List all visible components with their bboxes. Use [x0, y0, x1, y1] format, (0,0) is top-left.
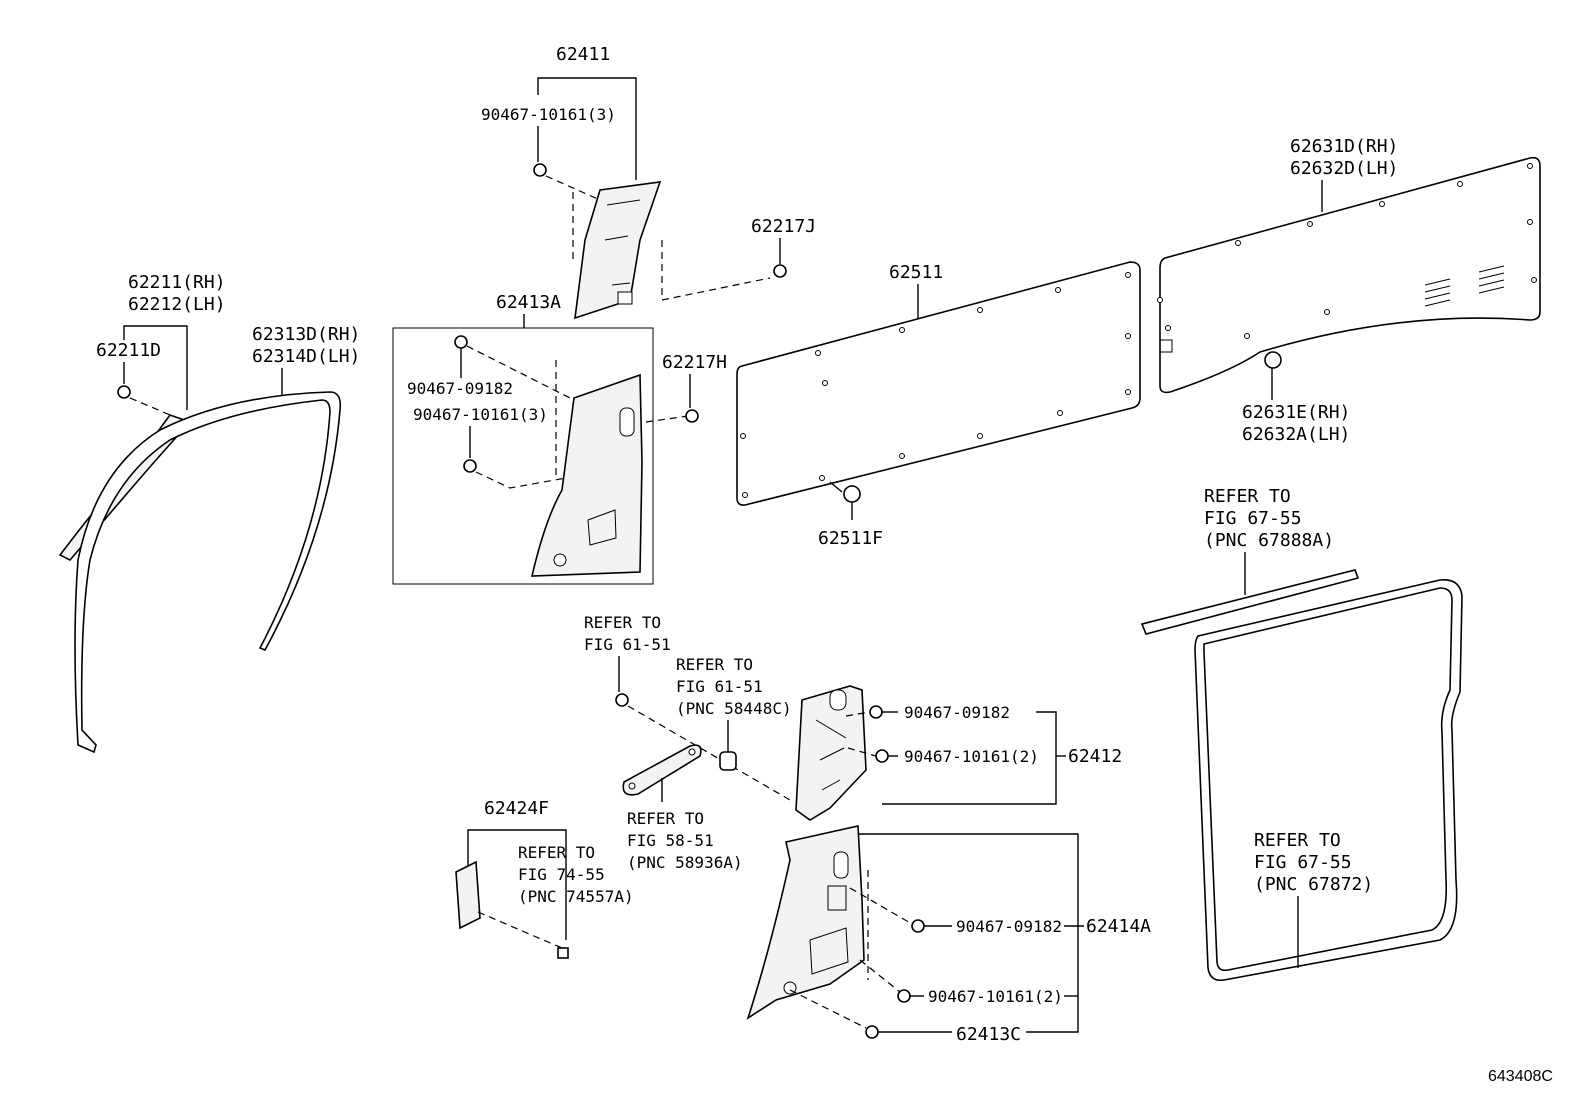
label-62632A: 62632A(LH)	[1242, 424, 1350, 445]
part-62411-upper-pillar-trim: 62411 90467-10161(3)	[481, 44, 771, 320]
part-62217H-clip: 62217H	[662, 352, 727, 423]
clip-icon	[875, 749, 889, 763]
clip-icon	[557, 947, 569, 959]
part-62424F-cover: 62424F REFER TO FIG 74-55 (PNC 74557A)	[455, 798, 634, 959]
clip-icon	[117, 385, 131, 399]
clip-icon	[869, 705, 883, 719]
clip-icon	[533, 163, 547, 177]
label-62414A: 62414A	[1086, 916, 1151, 937]
label-62411-bolt: 90467-10161(3)	[481, 105, 616, 124]
clip-icon	[685, 409, 699, 423]
label-62413A-clip2: 90467-10161(3)	[413, 405, 548, 424]
clip-icon	[454, 335, 468, 349]
vent-grille-icon	[1424, 265, 1505, 307]
label-ref-67-55b-line3: (PNC 67872)	[1254, 874, 1373, 895]
label-ref-61-51a-line2: FIG 61-51	[584, 635, 671, 654]
label-ref-58-51-line1: REFER TO	[627, 809, 704, 828]
diagram-code: 643408C	[1488, 1068, 1553, 1085]
label-ref-67-55a-line2: FIG 67-55	[1204, 508, 1302, 529]
part-62412-pillar-garnish: 90467-09182 90467-10161(2) 62412	[795, 685, 1122, 821]
panel-62511-holes	[740, 272, 1131, 498]
clip-icon	[911, 919, 925, 933]
part-62511-side-panel: 62511 62511F	[736, 261, 1141, 549]
clip-icon	[773, 264, 787, 278]
part-62313D-weatherstrip: 62313D(RH) 62314D(LH)	[74, 324, 360, 754]
label-62413A-clip1: 90467-09182	[407, 379, 513, 398]
part-62217J-clip: 62217J	[751, 216, 816, 278]
label-62412-clip1: 90467-09182	[904, 703, 1010, 722]
label-ref-58-51-line3: (PNC 58936A)	[627, 853, 743, 872]
label-ref-58-51-line2: FIG 58-51	[627, 831, 714, 850]
label-62413A: 62413A	[496, 292, 561, 313]
label-62217H: 62217H	[662, 352, 727, 373]
part-62631D-quarter-panel: 62631D(RH) 62632D(LH) 62631E(RH) 62632A(…	[1157, 136, 1541, 445]
part-door-weatherstrip: REFER TO FIG 67-55 (PNC 67888A) REFER TO…	[1140, 486, 1463, 982]
label-62511F: 62511F	[818, 528, 883, 549]
label-ref-67-55a-line1: REFER TO	[1204, 486, 1291, 507]
label-62511: 62511	[889, 262, 943, 283]
label-62413C: 62413C	[956, 1024, 1021, 1045]
label-62314D: 62314D(LH)	[252, 346, 360, 367]
label-62411: 62411	[556, 44, 610, 65]
group-box-62413A	[392, 327, 654, 585]
clip-icon	[897, 989, 911, 1003]
label-62211: 62211(RH)	[128, 272, 226, 293]
label-62212: 62212(LH)	[128, 294, 226, 315]
clip-icon	[865, 1025, 879, 1039]
label-62424F: 62424F	[484, 798, 549, 819]
group-assist-grip: REFER TO FIG 61-51 REFER TO FIG 61-51 (P…	[584, 613, 792, 872]
assist-grip-bracket	[622, 744, 702, 796]
label-ref-61-51b-line2: FIG 61-51	[676, 677, 763, 696]
label-62313D: 62313D(RH)	[252, 324, 360, 345]
label-62211D: 62211D	[96, 340, 161, 361]
clip-icon	[843, 485, 861, 503]
label-ref-61-51b-line3: (PNC 58448C)	[676, 699, 792, 718]
clip-icon	[1264, 351, 1282, 369]
label-ref-74-55-line1: REFER TO	[518, 843, 595, 862]
label-ref-61-51b-line1: REFER TO	[676, 655, 753, 674]
label-ref-74-55-line2: FIG 74-55	[518, 865, 605, 884]
label-62412-clip2: 90467-10161(2)	[904, 747, 1039, 766]
label-62217J: 62217J	[751, 216, 816, 237]
label-ref-67-55b-line2: FIG 67-55	[1254, 852, 1352, 873]
label-62632D: 62632D(LH)	[1290, 158, 1398, 179]
bushing-icon	[719, 751, 737, 771]
part-62413A-center-pillar-lower: 62413A 90467-09182 90467-10161(3)	[392, 292, 689, 585]
label-ref-67-55b-line1: REFER TO	[1254, 830, 1341, 851]
label-62414A-clip2: 90467-10161(2)	[928, 987, 1063, 1006]
label-ref-74-55-line3: (PNC 74557A)	[518, 887, 634, 906]
label-62631D: 62631D(RH)	[1290, 136, 1398, 157]
panel-62631D-holes	[1157, 163, 1537, 339]
label-62631E: 62631E(RH)	[1242, 402, 1350, 423]
label-62414A-clip1: 90467-09182	[956, 917, 1062, 936]
label-ref-67-55a-line3: (PNC 67888A)	[1204, 530, 1334, 551]
part-62414A-quarter-trim: 90467-09182 62414A 90467-10161(2) 62413C	[746, 825, 1151, 1045]
screw-icon	[615, 693, 629, 707]
label-62412: 62412	[1068, 746, 1122, 767]
label-ref-61-51a-line1: REFER TO	[584, 613, 661, 632]
clip-icon	[463, 459, 477, 473]
